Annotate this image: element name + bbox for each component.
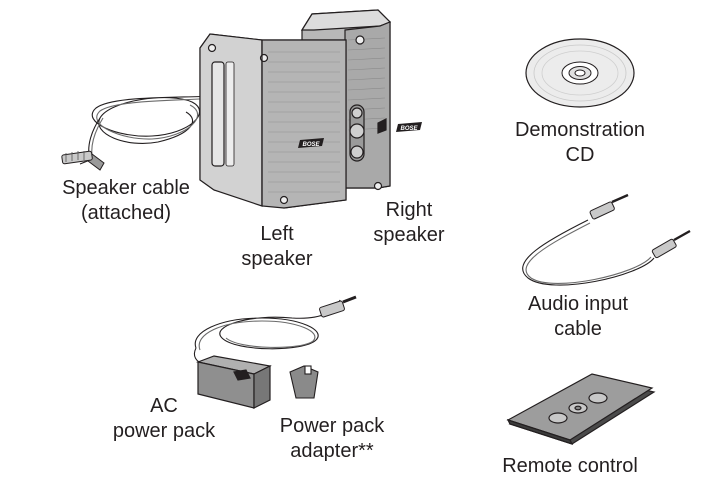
ac-cord-illustration bbox=[193, 299, 341, 365]
speaker-cable-label-line2: (attached) bbox=[80, 202, 172, 224]
left-speaker-label: Left speaker bbox=[222, 222, 332, 272]
left-speaker-logo-text: BOSE bbox=[302, 142, 320, 148]
right-speaker-label-line1: Right bbox=[385, 199, 433, 221]
bose-logo-icon: BOSE BOSE bbox=[298, 122, 422, 148]
ac-power-pack-label-line2: power pack bbox=[112, 420, 216, 442]
power-adapter-label: Power pack adapter** bbox=[262, 414, 402, 464]
right-speaker-logo-text: BOSE bbox=[400, 126, 418, 132]
ac-power-pack-label: AC power pack bbox=[94, 394, 234, 444]
power-adapter-icon bbox=[289, 365, 319, 399]
ac-plug-icon bbox=[319, 295, 357, 318]
cd-icon bbox=[525, 38, 635, 108]
speaker-cable-label-line1: Speaker cable bbox=[62, 177, 190, 199]
power-adapter-label-line1: Power pack bbox=[279, 415, 385, 437]
left-speaker-label-line1: Left bbox=[260, 223, 294, 245]
left-speaker-illustration bbox=[199, 33, 347, 209]
audio-cable-label: Audio input cable bbox=[508, 292, 648, 342]
ac-power-pack-icon bbox=[195, 355, 272, 409]
left-speaker-label-line2: speaker bbox=[241, 248, 313, 270]
right-speaker-label: Right speaker bbox=[354, 198, 464, 248]
speaker-cable-plug-icon bbox=[61, 150, 105, 171]
speaker-cable-illustration bbox=[79, 95, 219, 165]
audio-cable-label-line1: Audio input bbox=[527, 293, 629, 315]
remote-control-icon bbox=[506, 373, 656, 446]
audio-plug-icon bbox=[589, 193, 691, 259]
ac-power-pack-label-line1: AC bbox=[150, 395, 178, 417]
demo-cd-label-line1: Demonstration bbox=[514, 119, 646, 141]
demo-cd-label-line2: CD bbox=[565, 144, 595, 166]
speaker-cable-label: Speaker cable (attached) bbox=[40, 176, 212, 226]
audio-cable-label-line2: cable bbox=[554, 318, 602, 340]
remote-control-label: Remote control bbox=[488, 454, 652, 479]
demo-cd-label: Demonstration CD bbox=[500, 118, 660, 168]
right-speaker-label-line2: speaker bbox=[373, 224, 445, 246]
power-adapter-label-line2: adapter** bbox=[290, 440, 374, 462]
audio-cable-illustration bbox=[522, 219, 655, 286]
remote-control-label-line1: Remote control bbox=[502, 455, 638, 477]
